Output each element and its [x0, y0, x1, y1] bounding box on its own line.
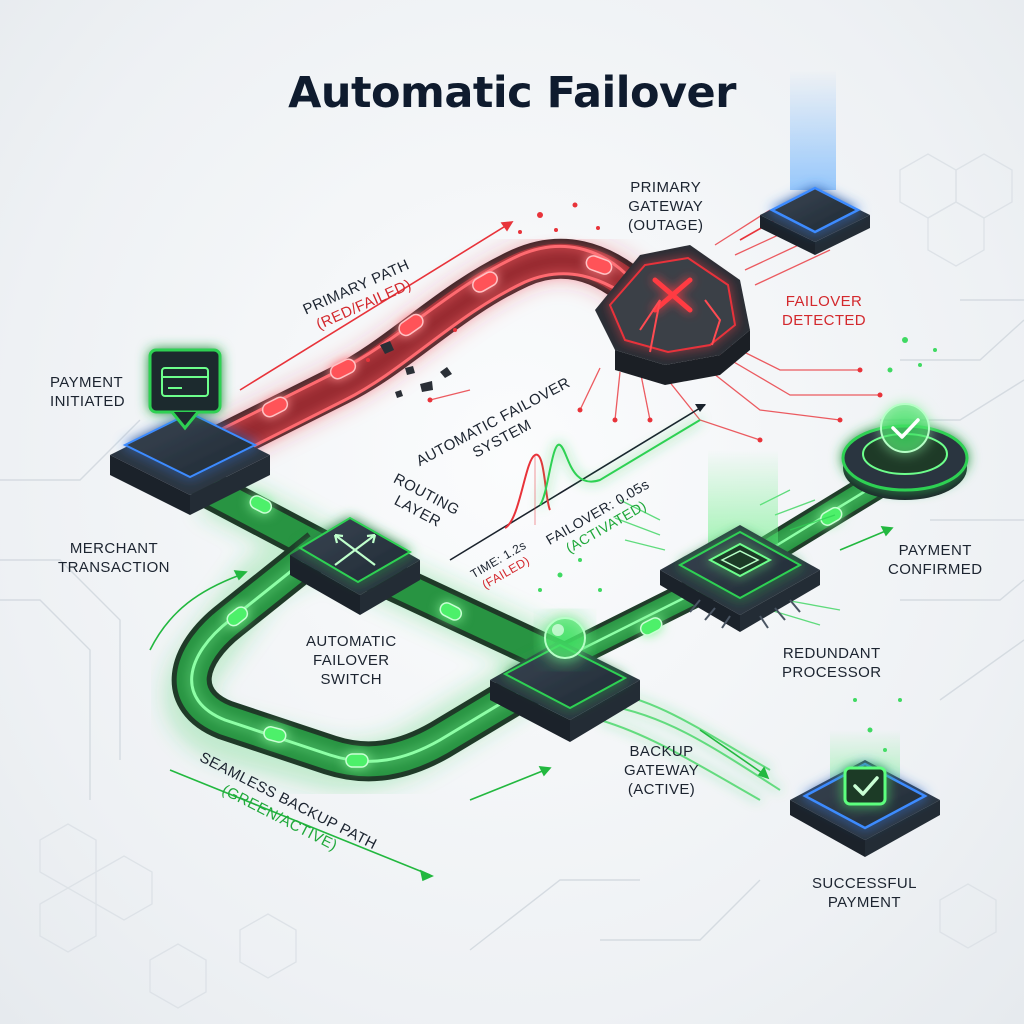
top-chip-node	[760, 70, 870, 255]
backup-gateway-node[interactable]	[490, 614, 640, 742]
successful-payment-node[interactable]	[790, 730, 940, 857]
payment-confirmed-node[interactable]	[841, 403, 969, 500]
primary-path-failed	[180, 202, 660, 476]
check-orb-icon	[880, 403, 930, 453]
label-payment-confirmed: PAYMENT CONFIRMED	[888, 542, 983, 578]
check-square-icon	[843, 766, 887, 806]
failover-timing-chart	[449, 404, 706, 561]
glowing-orb-icon	[539, 614, 591, 666]
page-title: Automatic Failover	[288, 68, 736, 118]
background-hexagons	[39, 153, 1013, 1009]
label-merchant-transaction: MERCHANT TRANSACTION	[58, 540, 170, 576]
green-flow-arrows	[149, 526, 894, 882]
broken-x-icon	[652, 277, 693, 313]
payment-initiated-node[interactable]	[110, 348, 270, 515]
label-redundant-processor: REDUNDANT PROCESSOR	[782, 645, 882, 681]
red-trace-dots	[427, 367, 883, 443]
cross-arrows-icon	[333, 533, 377, 566]
label-failover-detected: FAILOVER DETECTED	[782, 293, 867, 329]
label-automatic-failover-switch: AUTOMATIC FAILOVER SWITCH	[306, 633, 397, 688]
primary-gateway-node	[595, 245, 750, 385]
label-primary-gateway: PRIMARY GATEWAY (OUTAGE)	[628, 179, 704, 234]
label-successful-payment: SUCCESSFUL PAYMENT	[812, 875, 917, 911]
label-backup-gateway: BACKUP GATEWAY (ACTIVE)	[624, 743, 700, 798]
automatic-failover-switch-node[interactable]	[290, 516, 420, 615]
label-payment-initiated: PAYMENT INITIATED	[50, 374, 125, 410]
redundant-processor-node[interactable]	[660, 450, 820, 632]
card-chat-icon	[148, 348, 222, 431]
chip-icon	[707, 542, 773, 578]
